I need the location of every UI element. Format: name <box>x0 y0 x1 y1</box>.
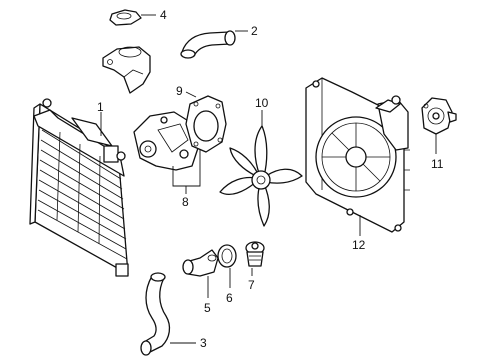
leader-8 <box>172 150 201 194</box>
callout-1: 1 <box>97 100 104 114</box>
callout-11: 11 <box>431 157 444 171</box>
callout-2: 2 <box>251 24 258 38</box>
callout-12: 12 <box>352 238 366 252</box>
callout-4: 4 <box>160 8 167 22</box>
radiator <box>29 98 129 277</box>
thermostat <box>245 241 265 267</box>
water-pump <box>133 111 199 171</box>
fan-shroud <box>305 77 410 233</box>
thermostat-gasket <box>217 244 237 268</box>
callout-7: 7 <box>248 278 255 292</box>
water-pump-gasket <box>185 95 227 153</box>
leader-9 <box>185 91 197 98</box>
cooling-fan-blade <box>219 125 303 227</box>
radiator-core <box>37 129 128 260</box>
water-outlet <box>182 249 219 277</box>
callout-9: 9 <box>176 84 183 98</box>
callout-3: 3 <box>200 336 207 350</box>
radiator-cap <box>109 9 142 26</box>
fan-motor <box>421 97 457 135</box>
callout-5: 5 <box>204 301 211 315</box>
callout-10: 10 <box>255 96 269 110</box>
callout-6: 6 <box>226 291 233 305</box>
lower-radiator-hose <box>140 272 171 356</box>
callout-8: 8 <box>182 195 189 209</box>
upper-radiator-hose <box>180 30 236 59</box>
water-inlet-housing <box>102 46 151 94</box>
